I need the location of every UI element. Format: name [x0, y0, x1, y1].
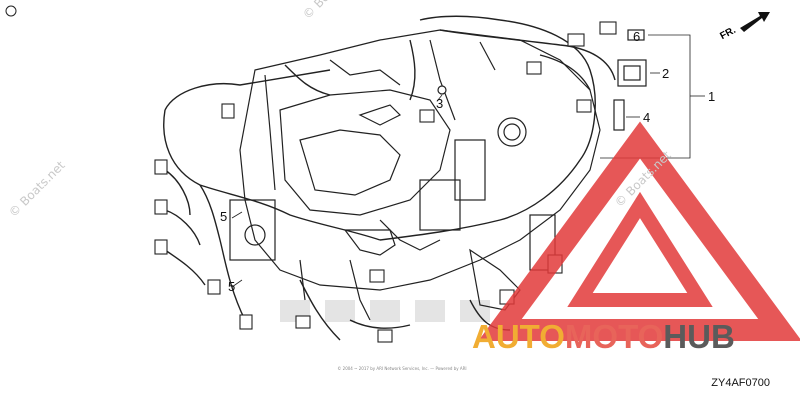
callout-6: 6 [633, 29, 641, 44]
callout-4: 4 [643, 110, 651, 125]
callout-5-upper: 5 [220, 209, 228, 224]
part-6-connector-cap [627, 29, 645, 41]
brand-hub: HUB [663, 318, 735, 355]
wire-harness [163, 15, 616, 341]
diagram-part-code: ZY4AF0700 [711, 377, 770, 389]
callout-3: 3 [436, 96, 444, 111]
dotted-watermark-text [280, 300, 490, 322]
brand-moto: MOTO [564, 318, 664, 355]
brand-watermark: AUTOMOTOHUB [472, 318, 735, 356]
exploded-parts [437, 29, 647, 131]
callout-5-lower: 5 [228, 279, 236, 294]
brand-auto: AUTO [472, 318, 565, 355]
copyright-circle-icon [5, 5, 17, 17]
front-direction-arrow-icon [740, 12, 770, 32]
callout-1: 1 [708, 89, 716, 104]
copyright-notice: © 2004 ~ 2017 by ARI Network Services, I… [337, 366, 467, 371]
watermark-triangle-logo [478, 121, 800, 341]
part-4-clip [613, 99, 625, 131]
part-3-bolt [437, 85, 447, 95]
callout-2: 2 [662, 66, 670, 81]
